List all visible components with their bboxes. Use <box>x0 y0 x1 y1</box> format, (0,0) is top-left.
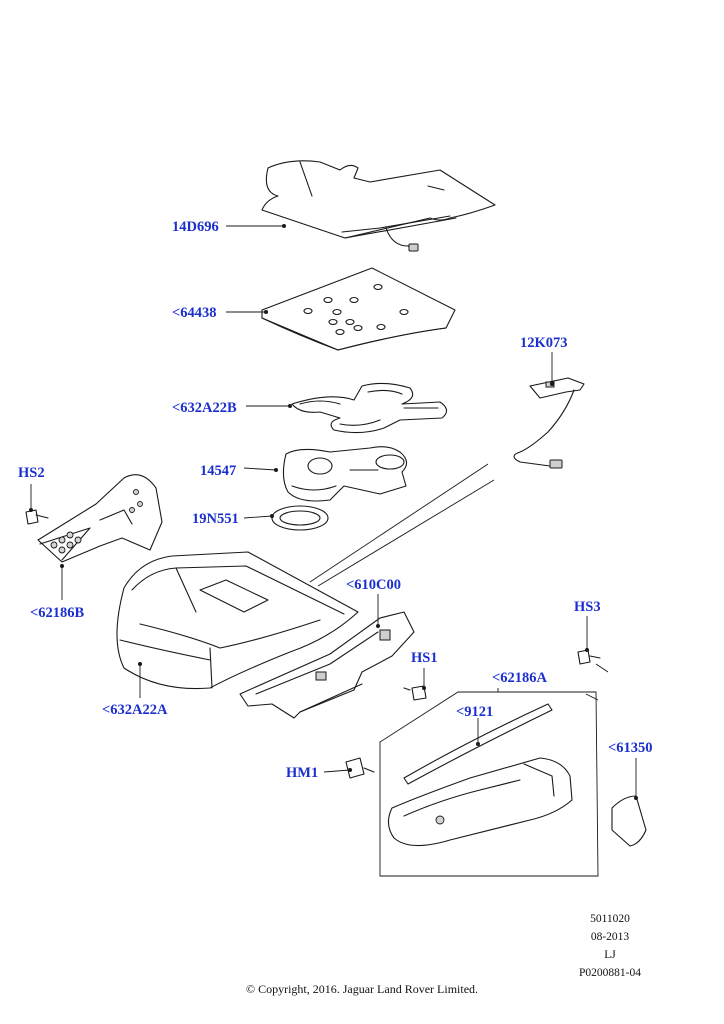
seat-cushion-trim-part[interactable] <box>116 551 359 690</box>
screw-hs3-part[interactable] <box>577 649 601 665</box>
info-code: 5011020 <box>590 913 630 925</box>
callout-14d696[interactable]: 14D696 <box>172 219 219 235</box>
callout-61350[interactable]: <61350 <box>608 740 653 756</box>
callout-hs3[interactable]: HS3 <box>574 599 601 615</box>
info-initials: LJ <box>604 949 616 961</box>
callout-610c00[interactable]: <610C00 <box>346 577 401 593</box>
drawing-info-block: 5011020 08-2013 LJ P0200881-04 <box>560 910 660 982</box>
callout-hm1[interactable]: HM1 <box>286 765 318 781</box>
callout-62186a[interactable]: <62186A <box>492 670 548 686</box>
callout-19n551[interactable]: 19N551 <box>192 511 239 527</box>
callout-632a22b[interactable]: <632A22B <box>172 400 237 416</box>
screw-hs2-part[interactable] <box>25 509 49 525</box>
callout-64438[interactable]: <64438 <box>172 305 217 321</box>
inner-side-shield-part[interactable] <box>37 474 163 563</box>
heater-mat-part[interactable] <box>261 160 496 252</box>
copyright-footer: © Copyright, 2016. Jaguar Land Rover Lim… <box>245 982 479 996</box>
leader-lines <box>29 224 638 800</box>
callout-12k073[interactable]: 12K073 <box>520 335 568 351</box>
switch-cover-part[interactable] <box>611 795 647 847</box>
callout-hs2[interactable]: HS2 <box>18 465 45 481</box>
screw-hs1-part[interactable] <box>403 685 427 701</box>
clip-hm1-part[interactable] <box>345 757 375 779</box>
info-drawing-number: P0200881-04 <box>579 967 641 979</box>
callout-632a22a[interactable]: <632A22A <box>102 702 168 718</box>
sealing-ring-part[interactable] <box>271 505 329 531</box>
cushion-support-bracket-part[interactable] <box>291 382 448 434</box>
callout-hs1[interactable]: HS1 <box>411 650 438 666</box>
info-date: 08-2013 <box>590 931 630 943</box>
assembly-frame-lines <box>309 463 609 877</box>
seat-foam-pad-part[interactable] <box>261 267 456 351</box>
occupant-sensor-part[interactable] <box>513 377 585 469</box>
callout-62186b[interactable]: <62186B <box>30 605 85 621</box>
seat-frame-rail-part[interactable] <box>239 611 415 719</box>
callout-14547[interactable]: 14547 <box>200 463 236 479</box>
callout-9121[interactable]: <9121 <box>456 704 493 720</box>
outer-side-shield-part[interactable] <box>387 757 573 847</box>
seat-motor-part[interactable] <box>282 446 408 502</box>
